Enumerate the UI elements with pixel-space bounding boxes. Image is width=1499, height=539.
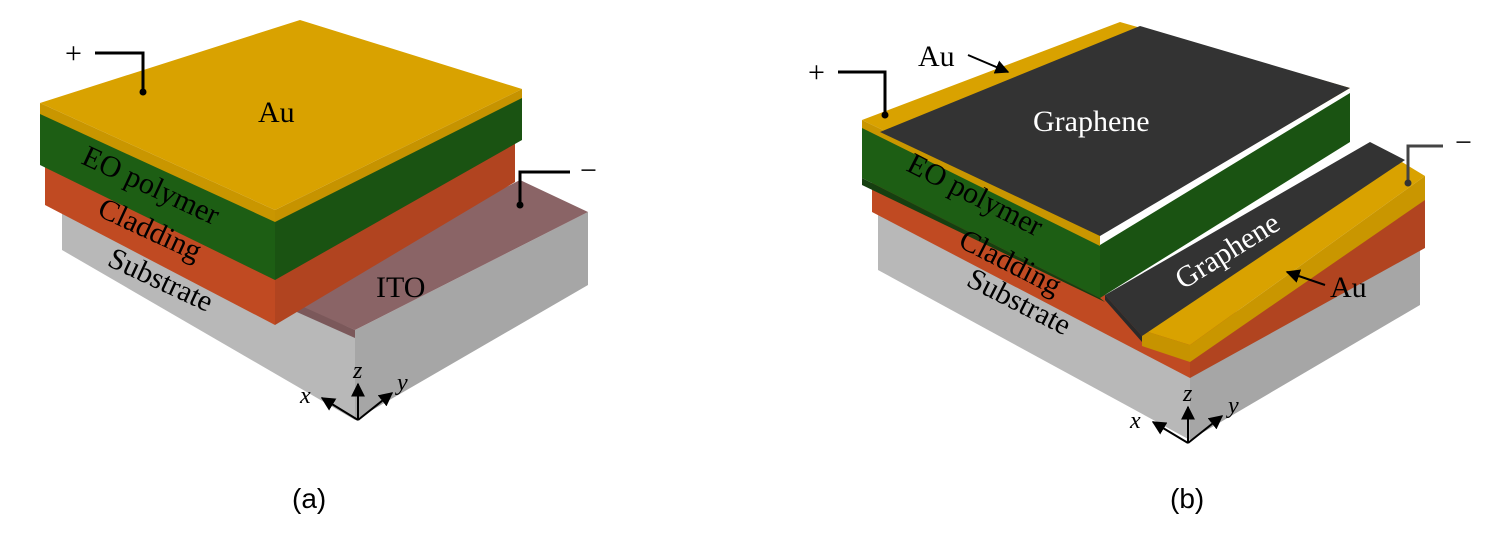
x-axis-label-a: x: [299, 383, 311, 409]
negative-terminal-a: −: [516, 154, 597, 209]
panel-a: Au EO polymer Cladding Substrate ITO + −…: [40, 20, 597, 514]
x-axis-b: [1151, 421, 1189, 444]
substrate-left-face-b: [878, 210, 1190, 440]
eo-polymer-front-b: [862, 178, 1105, 302]
cladding-right-face-b: [1190, 196, 1425, 378]
y-axis-label-a: y: [395, 370, 408, 396]
minus-sign-b: −: [1455, 126, 1472, 159]
eo-polymer-left-face-a: [40, 112, 275, 280]
x-axis-label-b: x: [1129, 408, 1141, 434]
eo-polymer-right-face-b: [1100, 93, 1350, 298]
minus-sign-a: −: [580, 154, 597, 187]
eo-polymer-right-face-a: [275, 95, 522, 280]
bottom-graphene-layer-b: [1105, 142, 1405, 336]
positive-terminal-a: +: [65, 37, 147, 96]
y-axis-a: [357, 392, 394, 421]
minus-contact-dot-a: [516, 201, 524, 209]
y-axis-label-b: y: [1226, 393, 1239, 419]
positive-terminal-b: +: [808, 56, 889, 119]
caption-a: (a): [292, 483, 326, 514]
gold-right-edge-a: [275, 89, 522, 222]
x-axis-a: [320, 397, 359, 421]
graphene-top-label-b: Graphene: [1033, 105, 1150, 138]
substrate-right-face-b: [1190, 245, 1420, 440]
eo-polymer-left-face-b: [862, 125, 1100, 298]
minus-contact-dot-b: [1404, 179, 1412, 187]
ito-label-a: ITO: [376, 271, 425, 304]
gold-left-edge-a: [40, 103, 275, 222]
cladding-right-face-a: [275, 140, 515, 325]
plus-contact-dot-a: [139, 88, 147, 96]
au-bottom-label-b: Au: [1330, 271, 1367, 304]
plus-contact-dot-b: [881, 111, 889, 119]
y-axis-b: [1187, 415, 1224, 444]
bottom-gold-top-b: [1142, 156, 1425, 345]
cladding-left-face-a: [45, 165, 275, 325]
z-axis-label-b: z: [1182, 381, 1193, 407]
gold-top-face-a: [40, 20, 522, 210]
plus-wire-a: [95, 51, 145, 90]
axes-a: z x y: [299, 358, 408, 421]
au-bottom-arrow-b: [1285, 269, 1326, 286]
substrate-right-face-a: [355, 212, 588, 420]
plus-sign-a: +: [65, 37, 82, 70]
au-label-a: Au: [258, 96, 295, 129]
minus-wire-a: [518, 170, 570, 202]
substrate-left-face-a: [62, 205, 355, 420]
panel-b: Graphene Graphene EO polymer Cladding Su…: [808, 22, 1472, 514]
top-graphene-layer-b: [880, 26, 1350, 236]
plus-sign-b: +: [808, 56, 825, 89]
au-top-arrow-b: [967, 54, 1010, 74]
axes-b: z x y: [1129, 381, 1239, 444]
negative-terminal-b: −: [1404, 126, 1472, 187]
minus-wire-b: [1406, 144, 1443, 180]
au-top-label-b: Au: [918, 40, 955, 73]
ito-layer-a: [285, 180, 588, 330]
bottom-gold-front-edge-b: [1142, 330, 1190, 362]
bottom-graphene-front-b: [1105, 295, 1142, 342]
bottom-gold-right-edge-b: [1190, 176, 1425, 362]
plus-wire-b: [838, 70, 887, 113]
z-axis-label-a: z: [352, 358, 363, 384]
caption-b: (b): [1170, 483, 1204, 514]
